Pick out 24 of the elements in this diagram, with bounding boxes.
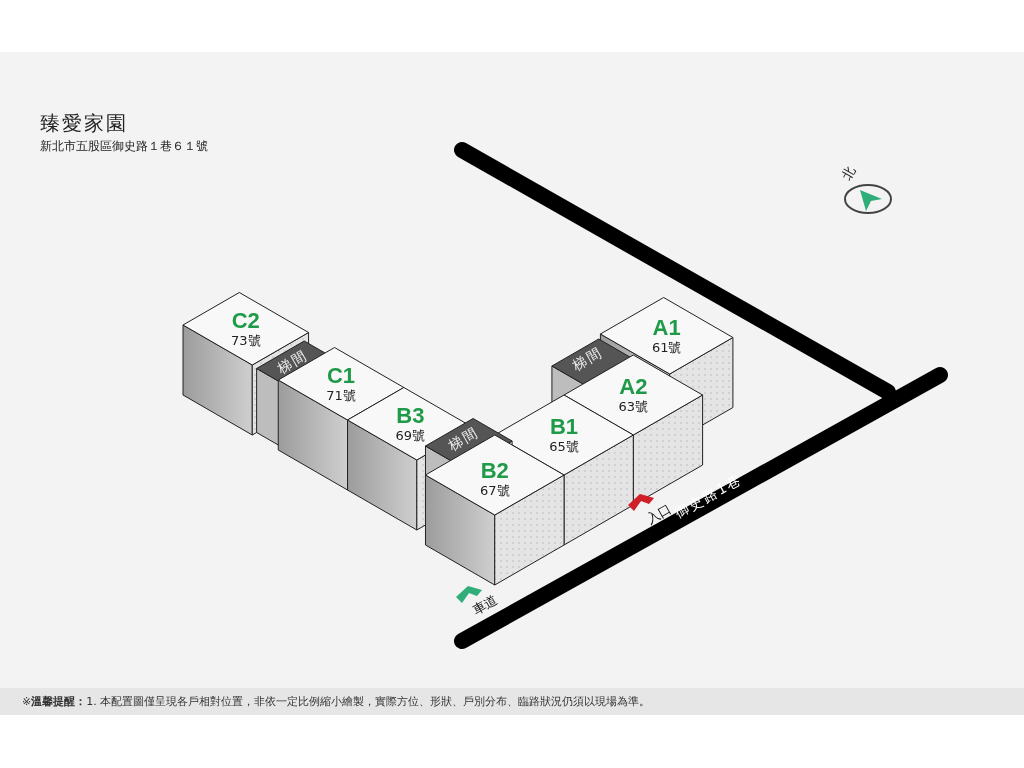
unit-code: B2 [480, 460, 509, 482]
unit-code: C1 [326, 364, 356, 387]
unit-code: B3 [396, 404, 425, 427]
road-name: 御史路1巷 [671, 470, 746, 523]
north-label: 北 [838, 163, 860, 184]
unit-code: C2 [231, 309, 260, 332]
stairwell-label: 梯間 [570, 343, 607, 375]
house-number: 73號 [231, 332, 261, 349]
unit-code: A2 [619, 376, 648, 398]
house-number: 67號 [480, 483, 510, 499]
footnote-text: ※溫馨提醒：1. 本配置圖僅呈現各戶相對位置，非依一定比例縮小繪製，實際方位、形狀、戶別分布、臨路狀況仍須以現場為準。 [22, 694, 651, 709]
entrance-label: 入口 [643, 500, 674, 529]
unit-code: A1 [652, 316, 681, 339]
stairwell-label: 梯間 [445, 423, 482, 454]
house-number: 63號 [618, 399, 649, 415]
address-text: 新北市五股區御史路１巷６１號 [40, 138, 208, 155]
stairwell-label: 梯間 [275, 346, 312, 378]
house-number: 61號 [651, 339, 682, 356]
unit-code: B1 [549, 416, 579, 438]
house-number: 71號 [326, 387, 356, 404]
house-number: 69號 [395, 427, 426, 444]
driveway-label: 車道 [469, 591, 501, 620]
title: 臻愛家園 [40, 110, 128, 137]
house-number: 65號 [549, 439, 579, 455]
